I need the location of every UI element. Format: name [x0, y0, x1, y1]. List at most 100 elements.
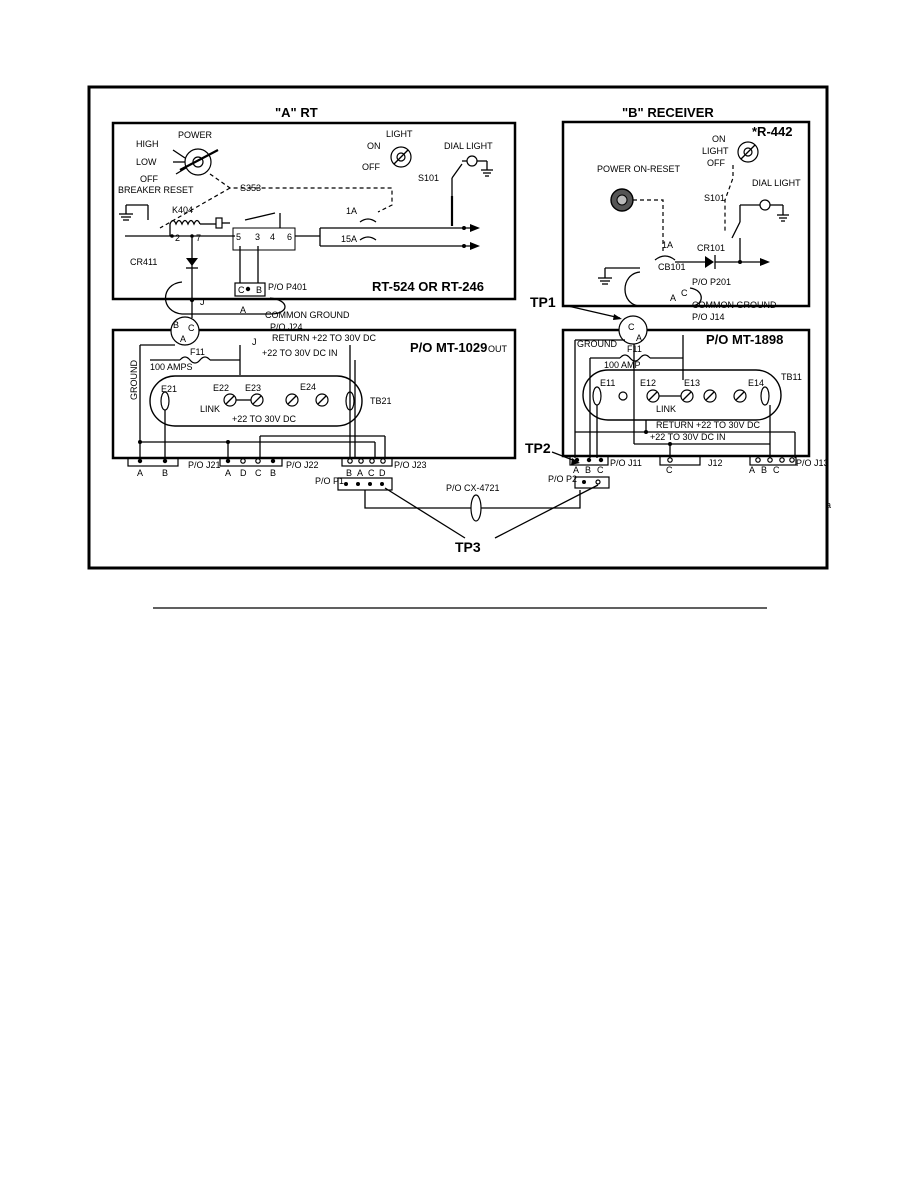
- cr411-label: CR411: [130, 257, 157, 267]
- j11-pin-c: C: [597, 465, 604, 475]
- e13-label: E13: [684, 378, 700, 388]
- e14-terminal: [760, 386, 770, 406]
- mt1898-fuse-rating: 100 AMP: [604, 360, 641, 370]
- rx-ground-symbol: [598, 267, 640, 285]
- p401-pin-c: C: [238, 285, 245, 295]
- e11-terminal: [592, 386, 602, 406]
- p201-pin-c: C: [681, 288, 688, 298]
- cr101-label: CR101: [697, 243, 725, 253]
- mt1029-title: P/O MT-1029: [410, 340, 487, 355]
- power-switch: [172, 148, 219, 176]
- j21-pin-b: B: [162, 468, 168, 478]
- rx-cable-loop: [624, 271, 702, 307]
- rt-unit-box: [111, 121, 517, 301]
- e14-label: E14: [748, 378, 764, 388]
- j14-label: P/O J14: [692, 312, 725, 322]
- e24-label: E24: [300, 382, 316, 392]
- j23-label: P/O J23: [394, 460, 427, 470]
- j13-label: P/O J13: [796, 458, 829, 468]
- cb101-label: CB101: [658, 262, 686, 272]
- rt-cable-a-label: A: [240, 305, 246, 315]
- relay-pin-4: 4: [270, 232, 275, 242]
- j11-pin-b: B: [585, 465, 591, 475]
- tp3-label: TP3: [455, 539, 481, 555]
- rt-dial-light-label: DIAL LIGHT: [444, 141, 493, 151]
- j24-pin-b: B: [173, 320, 179, 330]
- e23-label: E23: [245, 383, 261, 393]
- j14-pin-a: A: [636, 333, 642, 343]
- j13-pin-c: C: [773, 465, 780, 475]
- j14-pin-c: C: [628, 322, 635, 332]
- relay-pin-6: 6: [287, 232, 292, 242]
- mt1029-fuse-label: F11: [190, 347, 205, 357]
- p2-label: P/O P2: [548, 474, 577, 484]
- rx-common-ground-label: COMMON GROUND: [692, 300, 777, 310]
- mt1029-box: [111, 328, 517, 460]
- k404-label: K404: [172, 205, 193, 215]
- rt-j-label: J: [200, 297, 205, 307]
- receiver-panel-title: "B" RECEIVER: [622, 105, 714, 120]
- tp2-label: TP2: [525, 440, 551, 456]
- k404-pin-7: 7: [196, 233, 201, 243]
- rt-light-on-label: ON: [367, 141, 381, 151]
- cb101-breaker: [654, 255, 676, 261]
- power-reset-button: [610, 188, 634, 212]
- cr101-diode-icon: [705, 256, 714, 268]
- receiver-unit-box: [561, 120, 811, 308]
- j22-label: P/O J22: [286, 460, 319, 470]
- j24-connector: [170, 316, 200, 346]
- j22-pin-d: D: [240, 468, 247, 478]
- power-off-label: OFF: [140, 174, 158, 184]
- tb11-label: TB11: [781, 372, 802, 382]
- rt-light-off-label: OFF: [362, 162, 380, 172]
- mt1898-link-label: LINK: [656, 404, 676, 414]
- tb21-dc-label: +22 TO 30V DC: [232, 414, 296, 424]
- e22-label: E22: [213, 383, 229, 393]
- mt1898-return-label: RETURN +22 TO 30V DC: [656, 420, 760, 430]
- mt1898-ground-label: GROUND: [577, 339, 617, 349]
- rx-s101-label: S101: [704, 193, 725, 203]
- tb21-terminal-board: [149, 375, 363, 427]
- power-low-label: LOW: [136, 157, 157, 167]
- p1-label: P/O P1: [315, 476, 344, 486]
- tp1-label: TP1: [530, 294, 556, 310]
- mt1029-return-label: RETURN +22 TO 30V DC: [272, 333, 376, 343]
- tb11-terminal-board: [582, 369, 782, 421]
- j24-pin-a: A: [180, 334, 186, 344]
- p401-label: P/O P401: [268, 282, 307, 292]
- tb21-label: TB21: [370, 396, 392, 406]
- rx-light-switch: [737, 141, 759, 163]
- breaker-15a-label: 15A: [341, 234, 357, 244]
- j12-pin-c: C: [666, 465, 673, 475]
- e21-label: E21: [161, 384, 177, 394]
- j21-pin-a: A: [137, 468, 143, 478]
- j13-pin-a: A: [749, 465, 755, 475]
- j24-pin-j: J: [252, 337, 257, 347]
- e11b-terminal: [618, 391, 628, 401]
- rt-s101-label: S101: [418, 173, 439, 183]
- j23-pin-b: B: [346, 468, 352, 478]
- mt1898-title: P/O MT-1898: [706, 332, 783, 347]
- rt-dial-lamp-icon: [462, 155, 493, 177]
- power-reset-label: POWER ON-RESET: [597, 164, 681, 174]
- j13-pin-b: B: [761, 465, 767, 475]
- p401-pin-b: B: [256, 285, 262, 295]
- cable-clamp-icon: [470, 494, 482, 522]
- cable-label: P/O CX-4721: [446, 483, 500, 493]
- rt-panel-title: "A" RT: [275, 105, 318, 120]
- j23-pin-c: C: [368, 468, 375, 478]
- k404-coil: [169, 219, 201, 226]
- rt-model-label: RT-524 OR RT-246: [372, 279, 484, 294]
- j11-label: P/O J11: [610, 458, 642, 468]
- e11-label: E11: [600, 378, 615, 388]
- mt1029-fuse-rating: 100 AMPS: [150, 362, 193, 372]
- cb101-1a-label: 1A: [662, 240, 673, 250]
- p201-label: P/O P201: [692, 277, 731, 287]
- j12-label: J12: [708, 458, 723, 468]
- rx-light-label: LIGHT: [702, 146, 729, 156]
- relay-pin-5: 5: [236, 232, 241, 242]
- j22-pin-a: A: [225, 468, 231, 478]
- rx-dial-lamp-icon: [731, 199, 789, 239]
- rt-light-label: LIGHT: [386, 129, 413, 139]
